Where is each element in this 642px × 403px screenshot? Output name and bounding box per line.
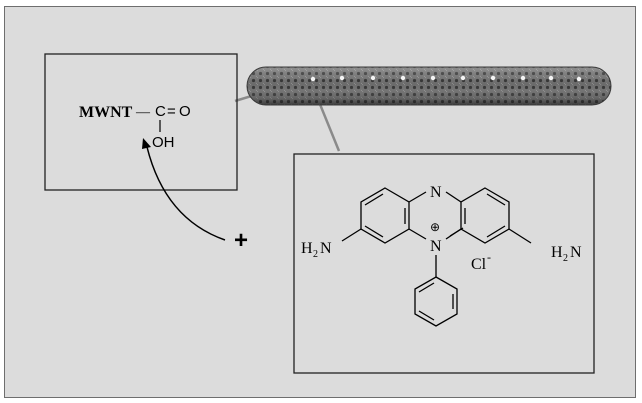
svg-text:-: -: [487, 250, 491, 264]
carboxyl-box: [44, 53, 238, 191]
svg-text:Cl: Cl: [471, 256, 487, 273]
svg-text:N: N: [570, 244, 582, 261]
chloride-counter-ion: Cl -: [471, 250, 491, 273]
mwnt-label: MWNT: [79, 104, 133, 121]
reaction-diagram: MWNT — C = O OH +: [44, 53, 612, 374]
mwnt-cooh-structure: MWNT — C = O OH: [79, 103, 191, 151]
svg-text:2: 2: [313, 249, 318, 260]
svg-text:H: H: [301, 240, 313, 257]
center-nitrogen: N: [430, 238, 442, 255]
plus-sign: +: [234, 227, 248, 254]
phenosafranine-structure: [341, 187, 532, 327]
nanotube-icon: [246, 66, 612, 106]
positive-charge: ⊕: [430, 220, 440, 234]
svg-text:H: H: [551, 244, 563, 261]
oxygen-atom: O: [179, 103, 191, 120]
double-bond: =: [167, 103, 176, 120]
diagram-panel: MWNT — C = O OH +: [4, 6, 636, 398]
hydroxyl-group: OH: [152, 134, 175, 151]
svg-text:2: 2: [563, 253, 568, 264]
svg-text:N: N: [320, 240, 332, 257]
phenosafranine-box: [293, 153, 595, 374]
carbon-atom: C: [155, 103, 166, 120]
ring-nitrogen: N: [430, 184, 442, 201]
left-amine-label: H 2 N: [301, 240, 332, 260]
right-amine-label: H 2 N: [551, 244, 582, 264]
bond-dash: —: [135, 105, 151, 120]
reaction-arrow-icon: [142, 138, 226, 241]
